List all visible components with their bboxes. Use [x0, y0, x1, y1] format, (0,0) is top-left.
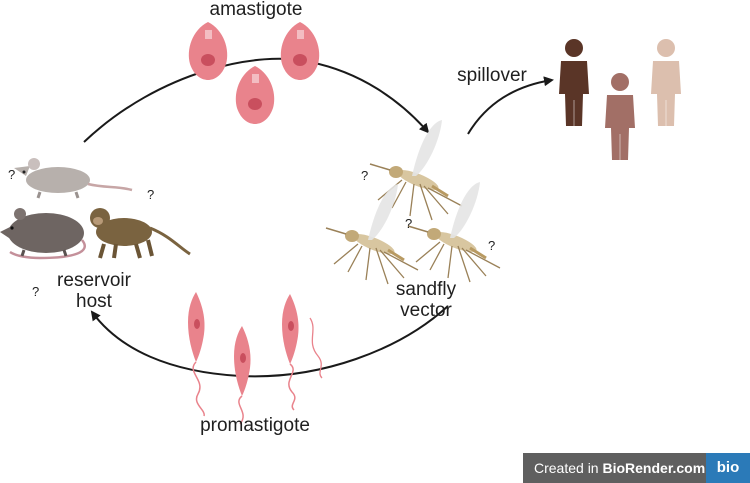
human-icon — [559, 39, 681, 160]
biorender-badge[interactable]: Created in BioRender.com bio — [523, 453, 750, 483]
promastigote-icon — [188, 292, 323, 425]
rat-icon — [0, 208, 86, 260]
question-mark: ? — [8, 167, 16, 182]
spillover-arrow — [467, 76, 554, 135]
spillover-label: spillover — [457, 65, 527, 86]
mouse-icon — [14, 158, 133, 199]
monkey-icon — [90, 208, 191, 259]
amastigote-label: amastigote — [209, 0, 303, 20]
question-mark: ? — [361, 168, 369, 183]
reservoir-host-label-line2: host — [76, 291, 112, 312]
badge-brand: BioRender.com — [602, 460, 706, 476]
sandfly-vector-label-line2: vector — [400, 300, 452, 321]
question-mark: ? — [147, 187, 155, 202]
question-mark: ? — [32, 284, 40, 299]
question-mark: ? — [405, 216, 413, 231]
biorender-logo-icon: bio — [706, 453, 750, 483]
badge-prefix: Created in — [534, 460, 603, 476]
promastigote-label: promastigote — [200, 415, 310, 436]
question-mark: ? — [488, 238, 496, 253]
sandfly-vector-label-line1: sandfly — [395, 279, 457, 300]
amastigote-icon — [188, 22, 320, 124]
sandfly-icon — [324, 118, 502, 286]
reservoir-host-label-line1: reservoir — [57, 270, 131, 291]
biorender-badge-text: Created in BioRender.com — [523, 453, 706, 483]
